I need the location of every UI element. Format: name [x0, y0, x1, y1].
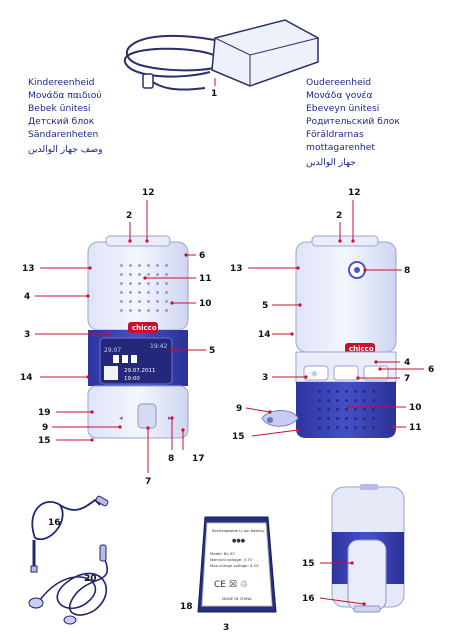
speaker-grille [118, 262, 173, 314]
callout-3: 3 [24, 330, 30, 340]
earbud-icon [28, 597, 44, 609]
parent-unit-label: Родительский блок [306, 116, 400, 127]
callout-20-cable: 20 [84, 574, 97, 584]
callout-9-right: 9 [236, 404, 242, 414]
callout-8-right: 8 [404, 266, 410, 276]
adapter-plug-icon [142, 73, 154, 89]
display-date: 29.07 [104, 347, 121, 354]
callout-14-right: 14 [258, 330, 271, 340]
callout-5-right: 5 [262, 301, 268, 311]
svg-text:Max charge voltage: 4.2V: Max charge voltage: 4.2V [210, 563, 259, 568]
callout-4: 4 [24, 292, 30, 302]
callout-10: 10 [199, 299, 212, 309]
baby-unit-label: Kindereenheid [28, 77, 94, 88]
callout-6-right: 6 [428, 365, 434, 375]
callout-10-right: 10 [409, 403, 422, 413]
left-device-callouts: 12 2 6 11 10 5 13 4 3 14 19 9 15 7 8 17 [20, 188, 215, 487]
parent-unit-label-block: Oudereenheid Μονάδα γονέα Ebeveyn ünites… [306, 77, 400, 168]
belt-clip-back-view [331, 484, 405, 613]
callout-adapter: 1 [211, 89, 217, 99]
callout-12-right: 12 [348, 188, 361, 198]
right-device-callouts: 12 2 8 13 5 14 3 4 6 7 10 11 9 15 [230, 188, 434, 442]
callout-13: 13 [22, 264, 35, 274]
power-adapter [123, 19, 319, 91]
battery-pack: Rechargeable Li-ion battery ●●● Model: B… [197, 516, 277, 613]
callout-19: 19 [38, 408, 51, 418]
parent-unit-label-arabic: جهاز الوالدين [306, 157, 356, 168]
baby-unit-label: Sändarenheten [28, 129, 99, 140]
callout-5: 5 [209, 346, 215, 356]
callout-11: 11 [199, 274, 212, 284]
display-time-2: 19:00 [124, 376, 140, 382]
callout-9: 9 [42, 423, 48, 433]
callout-13-right: 13 [230, 264, 243, 274]
callout-15-clip: 15 [302, 559, 315, 569]
callout-7: 7 [145, 477, 151, 487]
callout-2: 2 [126, 211, 132, 221]
callout-3-right: 3 [262, 373, 268, 383]
callout-15: 15 [38, 436, 51, 446]
light-button[interactable] [303, 365, 329, 381]
earbud-icon [63, 615, 77, 625]
parent-unit-label: Ebeveyn ünitesi [306, 103, 379, 114]
display-date-2: 29.07.2011 [124, 368, 156, 374]
baby-unit-label: Детский блок [28, 116, 95, 127]
svg-text:Nominal voltage: 3.7V: Nominal voltage: 3.7V [210, 557, 253, 562]
baby-unit-label: Μονάδα παιδιού [28, 90, 102, 101]
parent-unit-label: Föräldrarnas [306, 129, 364, 140]
ce-mark-icon: CE ☒ ♲ [214, 580, 248, 590]
brand-logo: chicco [132, 324, 157, 332]
baby-unit-device: chicco ☼ [261, 235, 397, 438]
callout-17: 17 [192, 454, 205, 464]
callout-11-right: 11 [409, 423, 422, 433]
svg-text:Model: BL-5C: Model: BL-5C [210, 551, 235, 556]
callout-4-right: 4 [404, 358, 410, 368]
display-time: 19:42 [150, 343, 167, 350]
callout-12: 12 [142, 188, 155, 198]
callout-16-earphones: 16 [48, 518, 61, 528]
parent-unit-device: 29.07 19:42 29.07.2011 19:00 chicco ◂ ▸ [87, 235, 189, 439]
parent-unit-label: Oudereenheid [306, 77, 371, 88]
sun-icon: ☼ [310, 370, 318, 380]
earphones-accessory [30, 495, 109, 573]
page-number: 3 [223, 623, 229, 633]
svg-text:▸: ▸ [168, 414, 172, 422]
earphone-cable-accessory [28, 544, 108, 625]
callout-15-right: 15 [232, 432, 245, 442]
baby-unit-label-block: Kindereenheid Μονάδα παιδιού Bebek ünite… [28, 77, 103, 155]
callout-7-right: 7 [404, 374, 410, 384]
svg-text:●●●: ●●● [232, 538, 246, 544]
callout-6: 6 [199, 251, 205, 261]
parent-unit-label: mottagarenhet [306, 142, 375, 153]
callout-8: 8 [168, 454, 174, 464]
callout-14: 14 [20, 373, 33, 383]
microphone-grille [318, 390, 380, 430]
svg-text:◂: ◂ [119, 414, 123, 422]
callout-18-battery: 18 [180, 602, 193, 612]
joystick-button[interactable] [137, 403, 157, 429]
minus-button[interactable] [333, 365, 359, 381]
baby-unit-label: Bebek ünitesi [28, 103, 90, 114]
belt-clip [347, 539, 387, 611]
baby-photo-icon [104, 366, 118, 380]
callout-16-clip: 16 [302, 594, 315, 604]
brand-logo-baby-unit: chicco [349, 345, 374, 353]
svg-text:MADE IN CHINA: MADE IN CHINA [222, 596, 252, 601]
parent-unit-label: Μονάδα γονέα [306, 90, 373, 101]
baby-unit-label-arabic: وصف جهاز الوالدين [28, 144, 103, 155]
callout-2-right: 2 [336, 211, 342, 221]
svg-text:Rechargeable Li-ion battery: Rechargeable Li-ion battery [212, 528, 265, 533]
